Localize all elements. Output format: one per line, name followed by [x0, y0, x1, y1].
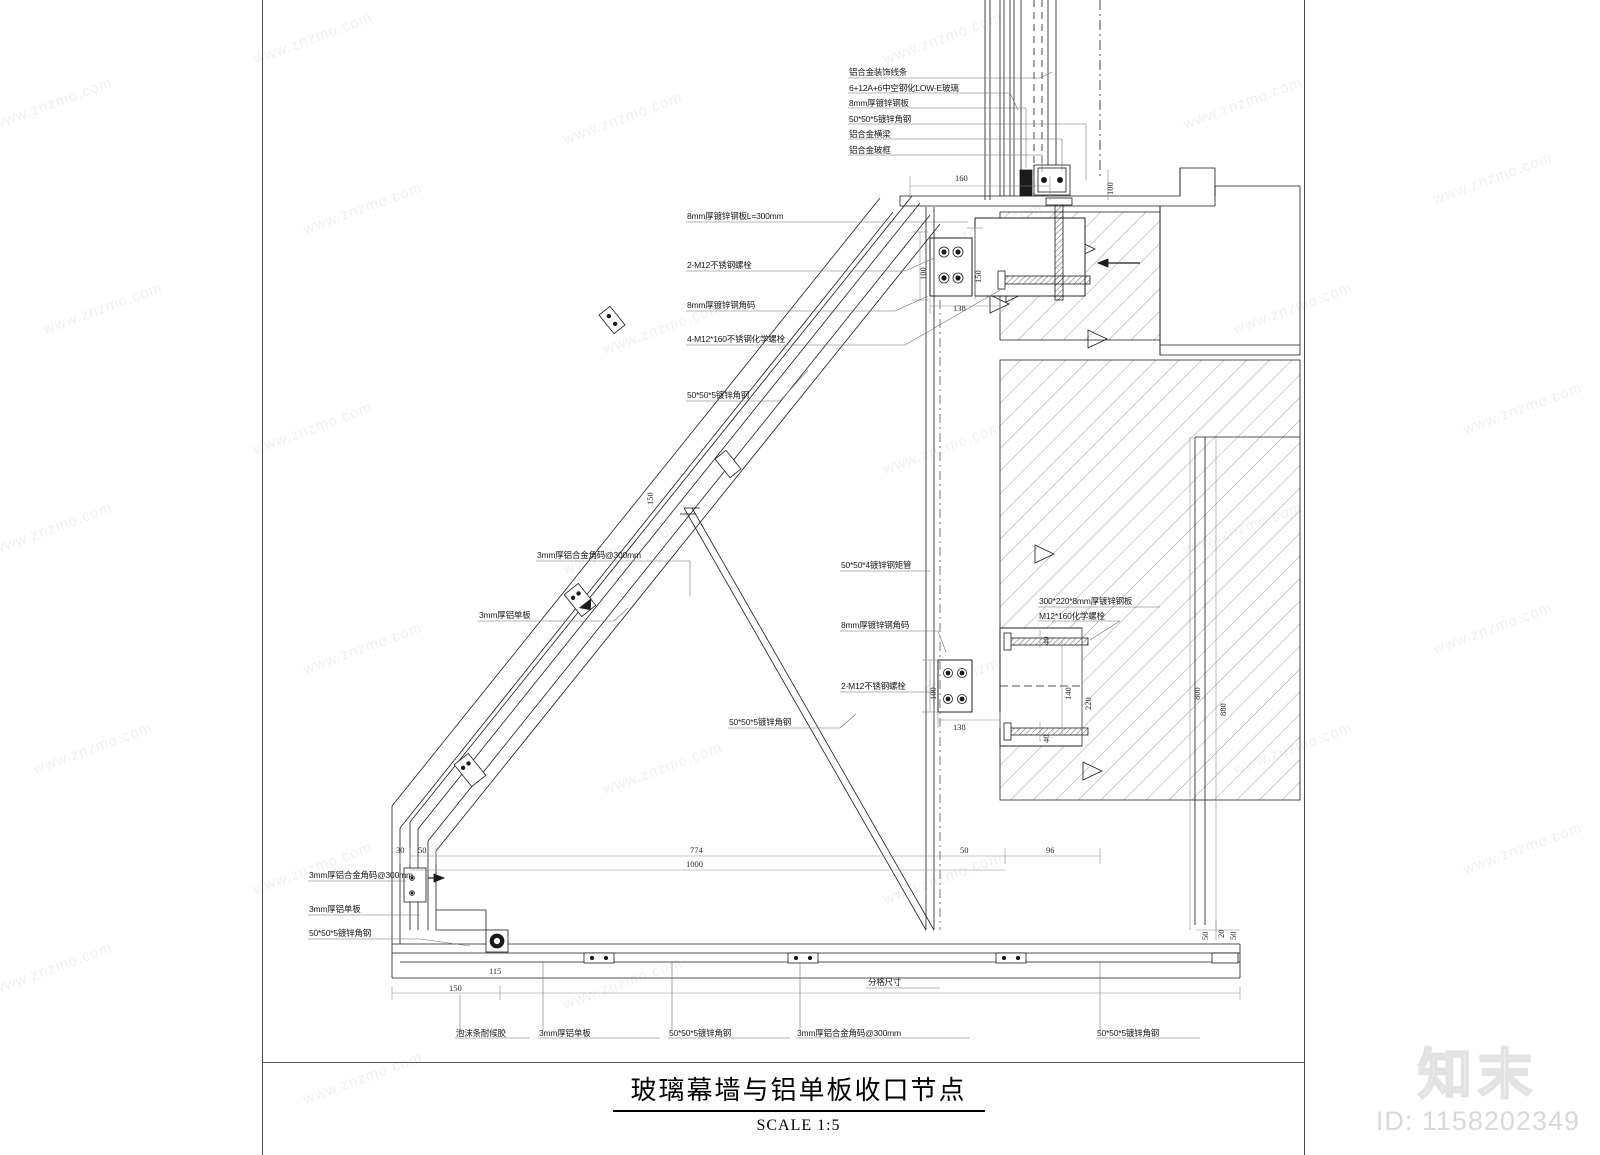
callout-2-m12-stainless-bolt-mid: 2-M12不锈钢螺栓 — [841, 681, 906, 691]
callout-aluminium-glass-frame: 铝合金玻框 — [849, 145, 891, 155]
dim-50-a: 50 — [960, 845, 969, 855]
callout-3mm-alu-panel-lower: 3mm厚铝单板 — [309, 904, 361, 914]
callout-8mm-galv-cleat-mid: 8mm厚镀锌钢角码 — [841, 620, 910, 630]
sloped-aluminium-panel-assembly — [391, 195, 941, 944]
asset-id-label: ID: 1158202349 — [1375, 1106, 1580, 1136]
drawing-scale: SCALE 1:5 — [756, 1117, 841, 1134]
callout-alu-cleat-300-mid: 3mm厚铝合金角码@300mm — [537, 550, 641, 560]
dim-1000: 1000 — [686, 859, 703, 869]
callout-50x50x5-galv-angle-truss: 50*50*5镀锌角钢 — [729, 717, 792, 727]
dim-150-slope: 150 — [645, 492, 655, 505]
callout-8mm-galv-steel-plate: 8mm厚镀锌钢板 — [849, 98, 909, 108]
dim-96: 96 — [1046, 845, 1055, 855]
glass-curtain-wall-assembly — [984, 0, 1101, 200]
callout-steel-plate-l300: 8mm厚镀锌钢板L=300mm — [687, 211, 784, 221]
bottom-cleat — [787, 952, 819, 964]
top-bracket-assembly — [929, 197, 1140, 301]
dim-774: 774 — [690, 845, 703, 855]
callout-4-m12x160-chemical-bolt: 4-M12*160不锈钢化学螺栓 — [687, 334, 785, 344]
sealant-detail — [485, 929, 509, 953]
dim-40-b: 40 — [1041, 734, 1051, 744]
dim-100-a: 100 — [918, 267, 928, 280]
bottom-cleat — [583, 952, 615, 964]
sloped-panel-cleats — [453, 305, 742, 788]
bottom-cleat — [1211, 952, 1239, 964]
callout-3mm-alu-panel-mid: 3mm厚铝单板 — [479, 610, 531, 620]
callout-alu-cleat-300-bottom: 3mm厚铝合金角码@300mm — [797, 1028, 901, 1038]
callout-m12x160-chemical-bolt: M12*160化学螺栓 — [1039, 611, 1105, 621]
callout-300x220x8-steel-plate: 300*220*8mm厚镀锌钢板 — [1039, 596, 1133, 606]
mid-bracket-assembly — [937, 627, 1089, 747]
dim-20: 20 — [1216, 929, 1226, 939]
dim-115: 115 — [489, 966, 502, 976]
callout-aluminium-transom: 铝合金横梁 — [849, 129, 891, 139]
callout-50x50x5-galv-angle-b1: 50*50*5镀锌角钢 — [669, 1028, 732, 1038]
dim-150-bottom: 150 — [449, 983, 462, 993]
dim-100-top: 100 — [1105, 182, 1115, 195]
callout-50x50x4-galv-rhs: 50*50*4镀锌钢矩管 — [841, 560, 912, 570]
steel-truss-frame — [680, 207, 941, 931]
callout-foam-rod-weather-sealant: 泡沫条耐候胶 — [456, 1028, 506, 1038]
callout-2-m12-stainless-bolt: 2-M12不锈钢螺栓 — [687, 260, 752, 270]
dim-50-d: 50 — [1228, 931, 1238, 941]
bottom-panel-assembly — [391, 909, 1241, 979]
leader-lines — [308, 71, 1200, 1039]
dim-138-a: 138 — [953, 303, 966, 313]
dim-880: 880 — [1218, 703, 1228, 716]
callout-3mm-alu-panel-bottom: 3mm厚铝单板 — [539, 1028, 591, 1038]
dim-100-b: 100 — [928, 687, 938, 700]
callout-50x50x5-galv-angle-slope: 50*50*5镀锌角钢 — [687, 390, 750, 400]
title-block: 玻璃幕墙与铝单板收口节点 SCALE 1:5 — [262, 1062, 1305, 1135]
dim-40-a: 40 — [1041, 636, 1051, 646]
callout-50x50x5-galv-angle-b2: 50*50*5镀锌角钢 — [1097, 1028, 1160, 1038]
dim-140: 140 — [1063, 687, 1073, 700]
dim-50-c: 50 — [1200, 931, 1210, 941]
dim-150: 150 — [973, 270, 983, 283]
dim-160: 160 — [955, 173, 968, 183]
dim-800: 800 — [1192, 687, 1202, 700]
site-logo-block: 知末 ID: 1158202349 — [1375, 1045, 1580, 1137]
dim-50-b: 50 — [418, 845, 427, 855]
title-underline — [612, 1110, 985, 1112]
lower-left-cleat — [403, 867, 446, 903]
callout-insulated-lowe-glass: 6+12A+6中空钢化LOW-E玻璃 — [849, 83, 959, 93]
dimension-lines — [391, 170, 1241, 1000]
callout-aluminium-trim: 铝合金装饰线条 — [849, 67, 908, 77]
bottom-cleat — [995, 952, 1027, 964]
callout-50x50x5-galv-angle-top: 50*50*5镀锌角钢 — [849, 114, 912, 124]
concrete-wall-hatched — [999, 211, 1301, 925]
drawing-title: 玻璃幕墙与铝单板收口节点 — [630, 1076, 967, 1106]
callout-alu-cleat-300-lower: 3mm厚铝合金角码@300mm — [309, 870, 413, 880]
dim-220: 220 — [1083, 697, 1093, 710]
callout-50x50x5-galv-angle-lower: 50*50*5镀锌角钢 — [309, 928, 372, 938]
title-rule — [262, 1062, 1305, 1063]
callout-8mm-galv-steel-cleat: 8mm厚镀锌钢角码 — [687, 300, 756, 310]
logo-text: 知末 — [1417, 1045, 1538, 1105]
callout-module-dimension-note: 分格尺寸 — [868, 977, 902, 987]
dim-138-b: 138 — [953, 722, 966, 732]
dim-30: 30 — [396, 845, 405, 855]
